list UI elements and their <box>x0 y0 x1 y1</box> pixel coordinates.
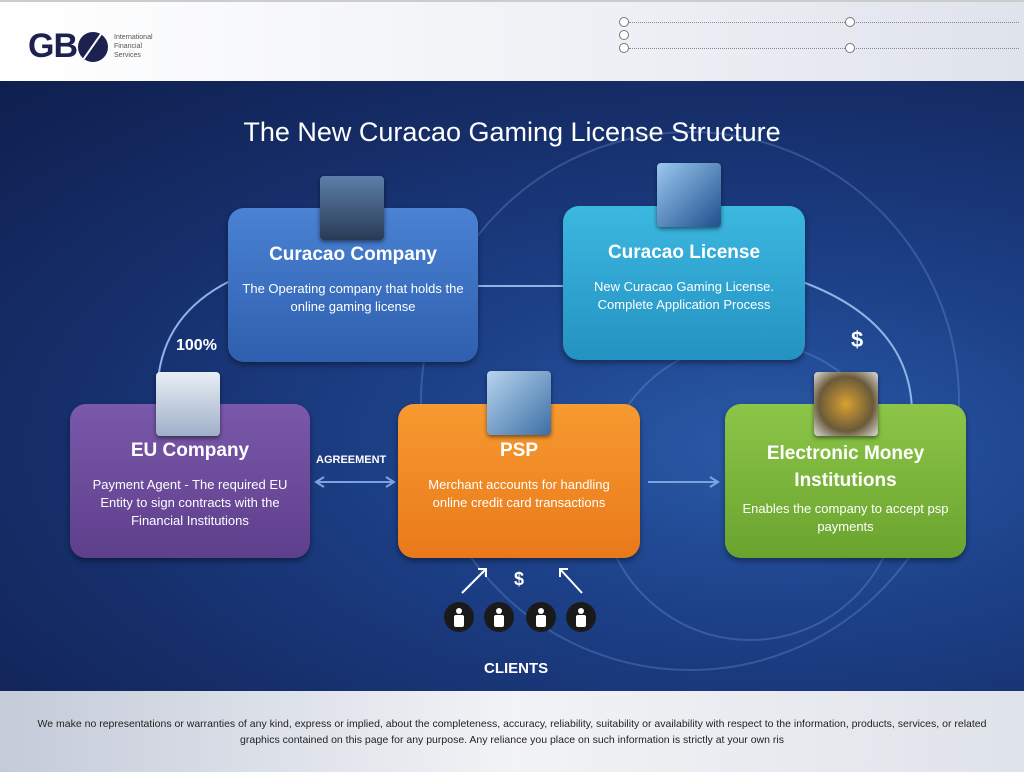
background-ring <box>420 131 960 671</box>
slide-canvas: The New Curacao Gaming License Structure… <box>0 81 1024 691</box>
client-person-icon <box>566 602 596 632</box>
logo-sub-line: Services <box>114 52 141 59</box>
agreement-label: AGREEMENT <box>316 454 387 466</box>
box-text: Enables the company to accept psp paymen… <box>742 501 949 534</box>
box-text: The Operating company that holds the onl… <box>242 281 464 314</box>
selection-border <box>629 22 1019 23</box>
credit-cards-icon <box>487 371 551 435</box>
skyscraper-icon <box>657 163 721 227</box>
resize-handle[interactable] <box>845 43 855 53</box>
logo-subtitle: International Financial Services <box>114 33 153 60</box>
box-text: New Curacao Gaming License. Complete App… <box>594 279 774 312</box>
client-arrow <box>461 568 487 594</box>
footer: We make no representations or warranties… <box>0 691 1024 772</box>
box-title: EU Company <box>130 440 250 461</box>
selection-border <box>629 48 1019 49</box>
header: GB International Financial Services <box>0 0 1024 81</box>
dollar-key-icon <box>814 372 878 436</box>
handshake-icon <box>320 176 384 240</box>
business-people-icon <box>156 372 220 436</box>
client-person-icon <box>526 602 556 632</box>
box-title: Curacao Company <box>269 244 437 265</box>
logo-text: GB <box>28 27 78 65</box>
ownership-label: 100% <box>176 337 217 354</box>
box-text: Payment Agent - The required EU Entity t… <box>92 477 288 528</box>
logo-globe-icon <box>78 31 108 62</box>
box-text: Merchant accounts for handling online cr… <box>428 477 610 510</box>
box-title: Curacao License <box>607 242 761 263</box>
license-emi-connector <box>799 280 913 412</box>
resize-handle[interactable] <box>619 17 629 27</box>
client-arrow <box>559 568 583 594</box>
box-title: Electronic Money Institutions <box>766 443 925 491</box>
dollar-label: $ <box>514 569 525 589</box>
slide-title: The New Curacao Gaming License Structure <box>243 117 781 147</box>
gbo-logo: GB International Financial Services <box>28 27 153 66</box>
logo-sub-line: International <box>114 34 153 41</box>
resize-handle[interactable] <box>619 30 629 40</box>
disclaimer-text: We make no representations or warranties… <box>37 718 987 746</box>
curacao-license-box[interactable]: Curacao License New Curacao Gaming Licen… <box>563 206 805 360</box>
client-person-icon <box>484 602 514 632</box>
logo-sub-line: Financial <box>114 43 143 50</box>
resize-handle[interactable] <box>845 17 855 27</box>
psp-emi-arrowhead <box>709 476 720 488</box>
agreement-arrowheads <box>314 476 396 488</box>
client-person-icon <box>444 602 474 632</box>
box-title: PSP <box>499 440 539 461</box>
resize-handle[interactable] <box>619 43 629 53</box>
dollar-label: $ <box>851 327 864 352</box>
clients-label: CLIENTS <box>484 660 549 677</box>
